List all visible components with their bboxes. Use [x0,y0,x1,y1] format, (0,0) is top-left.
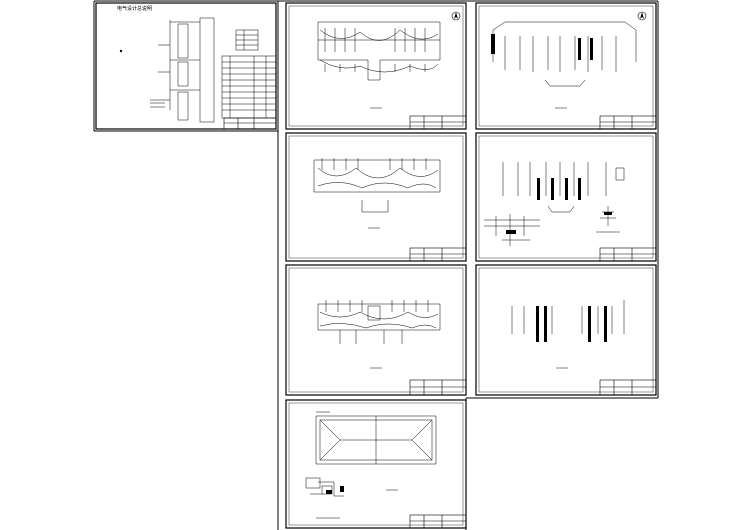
title-block [409,115,467,130]
sheet-7[interactable] [475,264,657,396]
roof-outline [315,411,437,491]
system-diagram [119,17,215,123]
floor-plan-wiring [317,300,441,369]
north-arrow [637,11,647,21]
sheet-4[interactable] [285,132,467,262]
sheet-3[interactable] [475,2,657,130]
floor-plan-wiring [313,158,441,229]
legend-table [235,29,259,51]
title-block [409,379,467,396]
riser-lines [492,21,637,109]
title-block [599,247,657,262]
title-block [599,115,657,130]
title-block [409,514,467,529]
title-block [599,379,657,396]
floor-plan-wiring [317,21,441,109]
sheet-6[interactable] [285,264,467,396]
detail-hatch [326,486,344,494]
detail-drawing [305,477,344,519]
north-arrow [451,11,461,21]
detail-hatch [506,212,612,234]
riser-heavy-bars [536,306,607,342]
sheet-8[interactable] [285,399,467,529]
riser-heavy-bars [537,178,581,200]
sheet-1[interactable]: 电气设计总说明 [95,2,277,130]
sheet-2[interactable] [285,2,467,130]
riser-lines [502,162,625,213]
title-block [409,247,467,262]
materials-table [221,55,277,119]
distribution-detail [484,206,620,246]
riser-lines [511,300,625,369]
sheet-5[interactable] [475,132,657,262]
cover-sheet-title: 电气设计总说明 [117,5,152,12]
riser-heavy-bars [491,34,593,60]
title-block [223,117,277,130]
